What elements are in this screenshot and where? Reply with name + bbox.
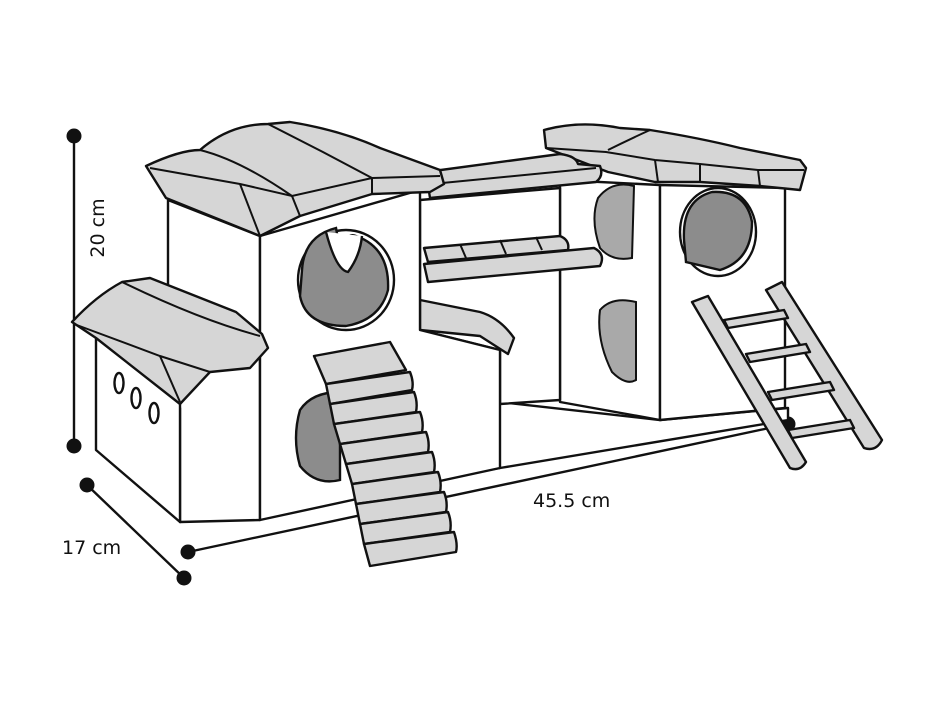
hamster-house-line-drawing-icon	[70, 120, 884, 568]
width-left-dot	[180, 544, 196, 560]
depth-label: 17 cm	[62, 537, 121, 559]
depth-front-dot	[176, 570, 192, 586]
height-label: 20 cm	[87, 198, 109, 257]
front-door-opening	[294, 390, 342, 483]
depth-dimension: 17 cm	[62, 477, 192, 586]
side-ladder	[690, 280, 884, 471]
height-top-dot	[66, 128, 82, 144]
height-dimension: 20 cm	[66, 128, 109, 454]
annex-roof	[70, 276, 270, 406]
right-roof	[542, 123, 808, 192]
width-dimension: 45.5 cm	[180, 416, 796, 560]
log-ramp	[312, 340, 458, 568]
depth-back-dot	[79, 477, 95, 493]
height-bottom-dot	[66, 438, 82, 454]
mid-shelf	[418, 298, 516, 356]
width-label: 45.5 cm	[533, 490, 610, 512]
middle-log	[422, 246, 604, 284]
